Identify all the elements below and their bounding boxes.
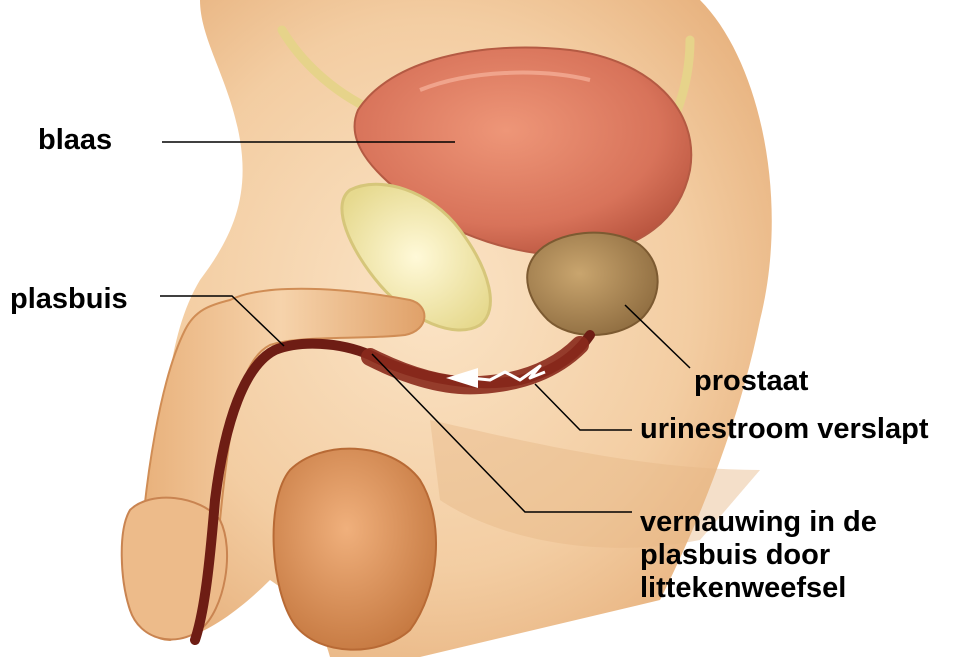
testis <box>274 449 436 650</box>
label-urine-flow: urinestroom verslapt <box>640 413 928 446</box>
label-stricture-line-2: plasbuis door <box>640 539 877 572</box>
label-stricture: vernauwing in de plasbuis door littekenw… <box>640 506 877 605</box>
label-prostate: prostaat <box>694 365 808 398</box>
label-stricture-line-3: littekenweefsel <box>640 572 877 605</box>
label-urethra: plasbuis <box>10 283 128 316</box>
label-bladder: blaas <box>38 124 112 157</box>
prostate-organ <box>527 233 657 335</box>
label-stricture-line-1: vernauwing in de <box>640 506 877 539</box>
